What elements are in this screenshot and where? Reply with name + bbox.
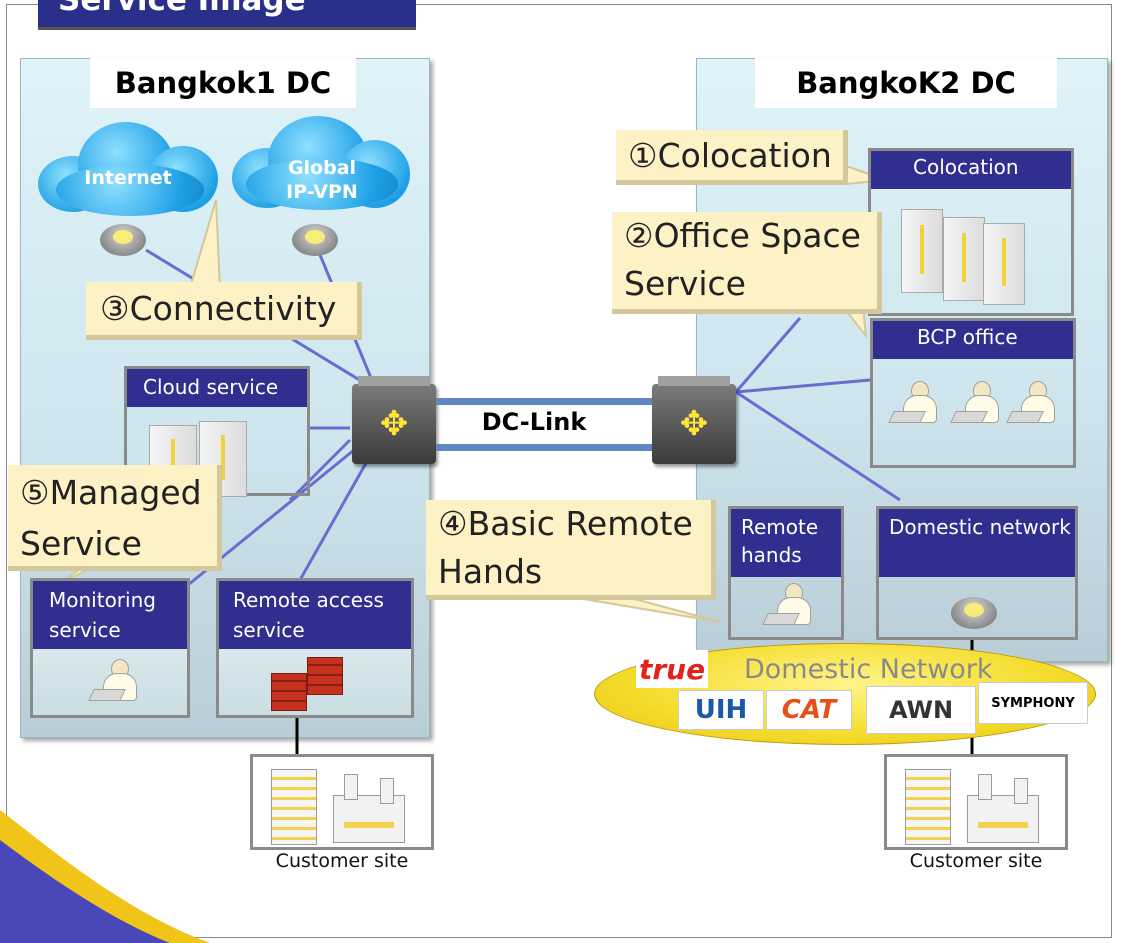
- colocation-rack-icon-3: [983, 223, 1025, 305]
- diagram-frame: [6, 4, 1112, 938]
- operator-icon: [88, 659, 141, 703]
- customer-site-right: [884, 754, 1068, 850]
- bcp-worker-icon-3: [1006, 381, 1059, 425]
- customer-site-right-caption: Customer site: [909, 850, 1043, 872]
- customer-site-left: [250, 754, 434, 850]
- managed-service-callout: ⑤Managed Service: [8, 465, 222, 571]
- remote-access-service-box: Remote access service: [216, 578, 414, 718]
- core-switch-bangkok2: ✥: [652, 376, 736, 464]
- office-building-icon-2: [905, 769, 951, 845]
- cat-logo: CAT: [766, 690, 852, 730]
- remote-hands-box: Remote hands: [728, 506, 844, 640]
- customer-site-left-caption: Customer site: [275, 850, 409, 872]
- bcp-office-label: BCP office: [873, 321, 1073, 359]
- corner-swoosh: [0, 810, 210, 943]
- colocation-box: Colocation: [868, 148, 1074, 316]
- true-logo: true: [636, 650, 708, 688]
- dc-link-line-bottom: [436, 444, 652, 451]
- colocation-callout: ①Colocation: [616, 130, 848, 185]
- factory-icon-2: [967, 774, 1039, 843]
- internet-cloud: Internet: [38, 120, 218, 220]
- bangkok1-dc-title: Bangkok1 DC: [90, 58, 356, 108]
- internet-label: Internet: [84, 167, 172, 189]
- internet-router-icon: [100, 224, 146, 256]
- firewall-icon: [271, 673, 307, 711]
- core-switch-bangkok1: ✥: [352, 376, 436, 464]
- connectivity-callout: ③Connectivity: [86, 282, 362, 340]
- awn-logo: AWN: [866, 686, 976, 734]
- office-space-callout: ②Office Space Service: [612, 212, 882, 314]
- factory-icon: [333, 774, 405, 843]
- colocation-label: Colocation: [871, 151, 1071, 189]
- ipvpn-router-icon: [292, 224, 338, 256]
- firewall-icon-2: [307, 657, 343, 695]
- dc-link-label: DC-Link: [481, 408, 587, 436]
- cloud-service-label: Cloud service: [127, 369, 307, 407]
- colocation-rack-icon-2: [943, 217, 985, 301]
- domestic-network-box: Domestic network: [876, 506, 1078, 640]
- bcp-worker-icon-2: [950, 381, 1003, 425]
- office-space-text: ②Office Space Service: [624, 216, 861, 303]
- uih-logo: UIH: [678, 690, 764, 730]
- basic-remote-hands-text: ④Basic Remote Hands: [438, 504, 693, 591]
- technician-icon: [762, 583, 815, 627]
- remote-access-service-label: Remote access service: [219, 581, 411, 649]
- dc-link-line-top: [436, 398, 652, 405]
- bcp-worker-icon: [888, 381, 941, 425]
- global-ipvpn-cloud: Global IP-VPN: [232, 112, 412, 212]
- bcp-office-box: BCP office: [870, 318, 1076, 468]
- remote-hands-label: Remote hands: [731, 509, 841, 577]
- symphony-logo: SYMPHONY: [978, 682, 1088, 724]
- monitoring-service-box: Monitoring service: [30, 578, 190, 718]
- page-title: Service Image: [38, 0, 416, 30]
- monitoring-service-label: Monitoring service: [33, 581, 187, 649]
- domestic-network-box-label: Domestic network: [879, 509, 1075, 577]
- colocation-rack-icon: [901, 209, 943, 293]
- domestic-network-label: Domestic Network: [744, 654, 993, 685]
- domestic-router-icon: [951, 597, 997, 629]
- basic-remote-hands-callout: ④Basic Remote Hands: [426, 500, 716, 600]
- global-ipvpn-text: Global IP-VPN: [286, 157, 358, 203]
- managed-service-text: ⑤Managed Service: [20, 473, 202, 563]
- global-ipvpn-label: Global IP-VPN: [232, 156, 412, 204]
- bangkok2-dc-title: BangkoK2 DC: [755, 58, 1057, 108]
- office-building-icon: [271, 769, 317, 845]
